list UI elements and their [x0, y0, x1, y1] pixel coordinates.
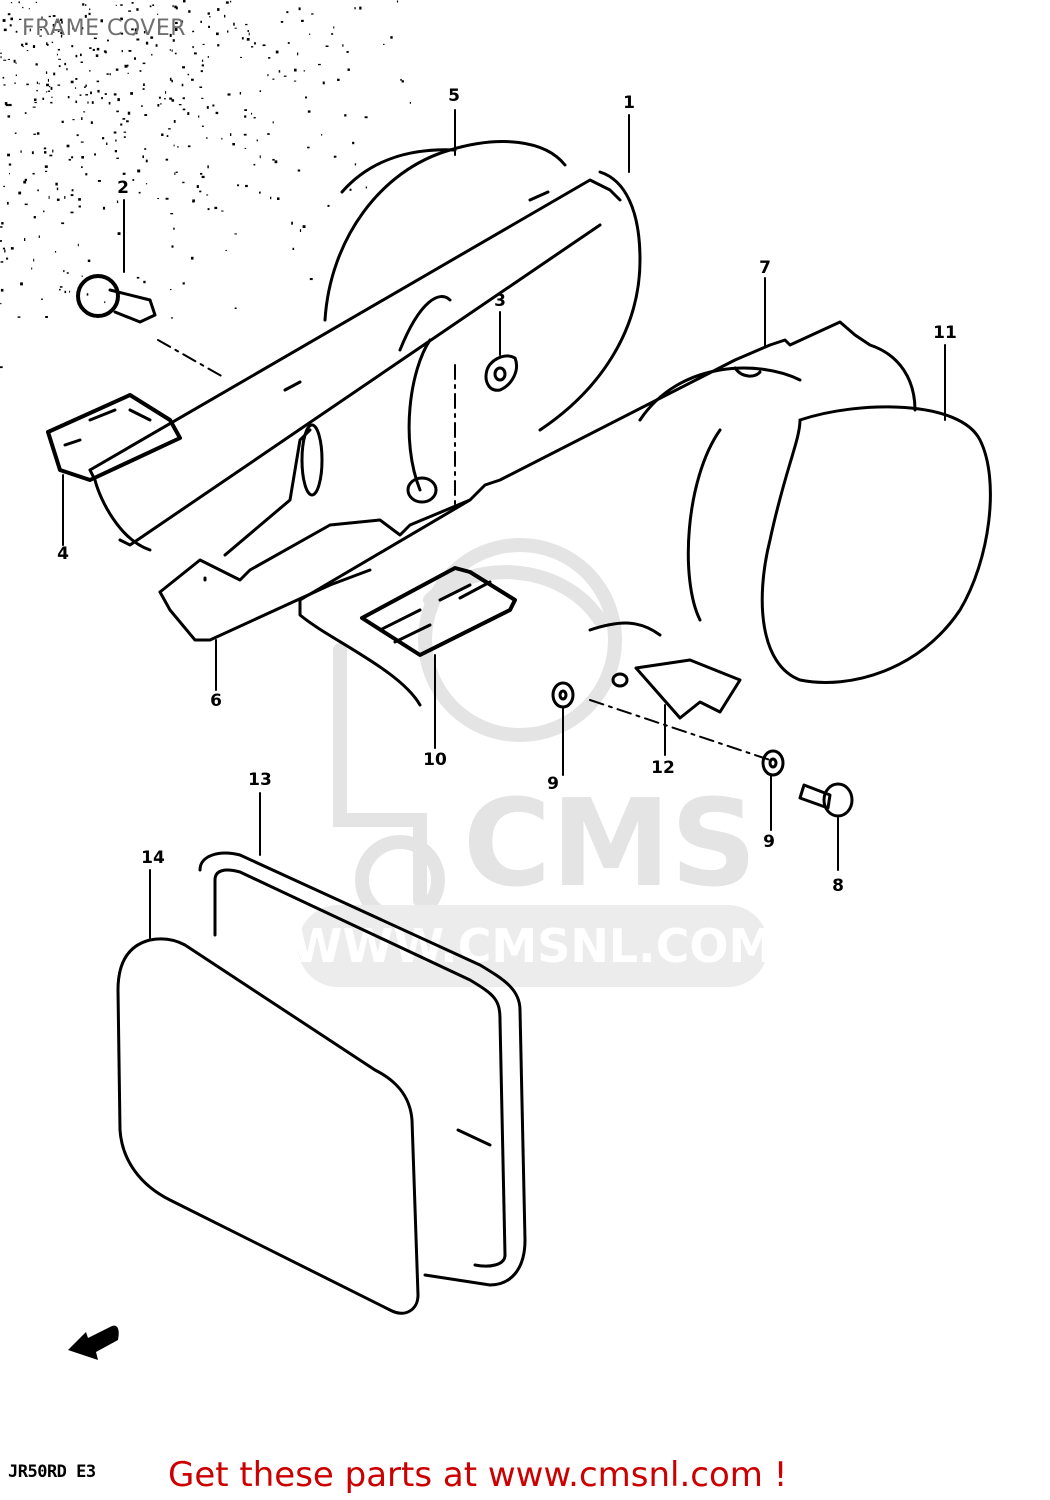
part-2-knob	[76, 274, 157, 324]
part-1-cover-arm	[88, 178, 622, 552]
model-code: JR50RD E3	[8, 1462, 96, 1482]
cms-watermark	[333, 538, 622, 925]
watermark-url-text: WWW.CMSNL.COM	[292, 919, 775, 973]
callout-11[interactable]: 11	[933, 323, 957, 343]
part-14-lid	[116, 937, 420, 1315]
callout-6[interactable]: 6	[210, 691, 222, 711]
callout-leaders	[62, 109, 946, 939]
watermark-url-pill	[298, 905, 768, 987]
callout-9b[interactable]: 9	[763, 832, 775, 852]
part-9-washer-a	[551, 681, 575, 709]
callout-10[interactable]: 10	[423, 750, 447, 770]
callout-1[interactable]: 1	[623, 93, 635, 113]
callout-9a[interactable]: 9	[547, 774, 559, 794]
watermark-logo-text: CMS	[463, 775, 757, 914]
assembly-leaders	[157, 339, 771, 761]
callout-12[interactable]: 12	[651, 758, 675, 778]
buy-parts-link[interactable]: Get these parts at www.cmsnl.com !	[168, 1455, 788, 1495]
part-3-grommet	[484, 354, 518, 392]
callout-8[interactable]: 8	[832, 876, 844, 896]
callout-7[interactable]: 7	[759, 258, 771, 278]
callout-13[interactable]: 13	[248, 770, 272, 790]
front-direction-arrow-icon	[68, 1325, 119, 1360]
part-10-emblem	[360, 566, 517, 657]
part-4-emblem	[46, 393, 182, 482]
part-8-screw	[798, 782, 854, 818]
callout-5[interactable]: 5	[448, 86, 460, 106]
part-11-seal	[760, 405, 992, 684]
part-12-bracket	[634, 658, 742, 720]
part-7-frame-cover-right	[298, 320, 917, 707]
callout-2[interactable]: 2	[117, 178, 129, 198]
callout-4[interactable]: 4	[57, 544, 69, 564]
callout-14[interactable]: 14	[141, 848, 165, 868]
part-6-lower-cover	[158, 423, 472, 642]
part-5-seal	[340, 148, 457, 194]
part-1-frame-cover-left	[323, 140, 642, 492]
callout-3[interactable]: 3	[494, 291, 506, 311]
part-9-washer-b	[761, 749, 785, 777]
diagram-title: FRAME COVER	[22, 16, 187, 41]
part-13-gasket	[198, 851, 527, 1287]
